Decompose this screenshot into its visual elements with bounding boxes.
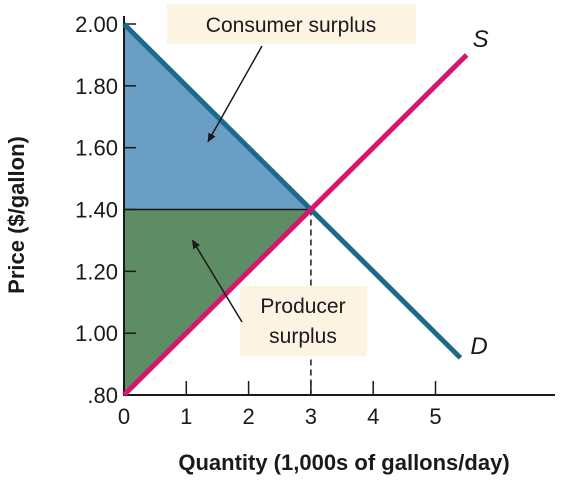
y-tick-label: 1.80 [75,74,118,99]
x-tick-label: 2 [242,404,254,429]
x-tick-label: 0 [118,404,130,429]
producer-surplus-label-line2: surplus [269,325,337,348]
consumer-surplus-label: Consumer surplus [206,14,376,37]
x-tick-label: 5 [429,404,441,429]
y-tick-label: 2.00 [75,12,118,37]
y-tick-label: .80 [87,383,118,408]
y-tick-label: 1.40 [75,198,118,223]
y-tick-label: 1.00 [75,321,118,346]
x-axis-title: Quantity (1,000s of gallons/day) [178,450,509,475]
demand-curve-label: D [470,333,487,360]
producer-surplus-label-line1: Producer [260,295,345,318]
x-tick-label: 3 [305,404,317,429]
supply-curve [122,53,469,397]
demand-curve [122,22,463,360]
y-tick-label: 1.60 [75,136,118,161]
consumer-surplus-label-box [167,4,416,44]
y-axis-title: Price ($/gallon) [4,136,29,294]
consumer-surplus-arrow [207,45,263,143]
x-axis-ticks: 0 1 2 3 4 5 [118,381,442,429]
y-tick-label: 1.20 [75,259,118,284]
producer-surplus-arrow [191,239,243,323]
x-tick-label: 1 [180,404,192,429]
supply-curve-label: S [473,26,489,53]
producer-surplus-label-box [240,286,367,356]
x-tick-label: 4 [367,404,379,429]
y-axis-ticks: .80 1.00 1.20 1.40 1.60 1.80 2.00 [75,12,136,408]
